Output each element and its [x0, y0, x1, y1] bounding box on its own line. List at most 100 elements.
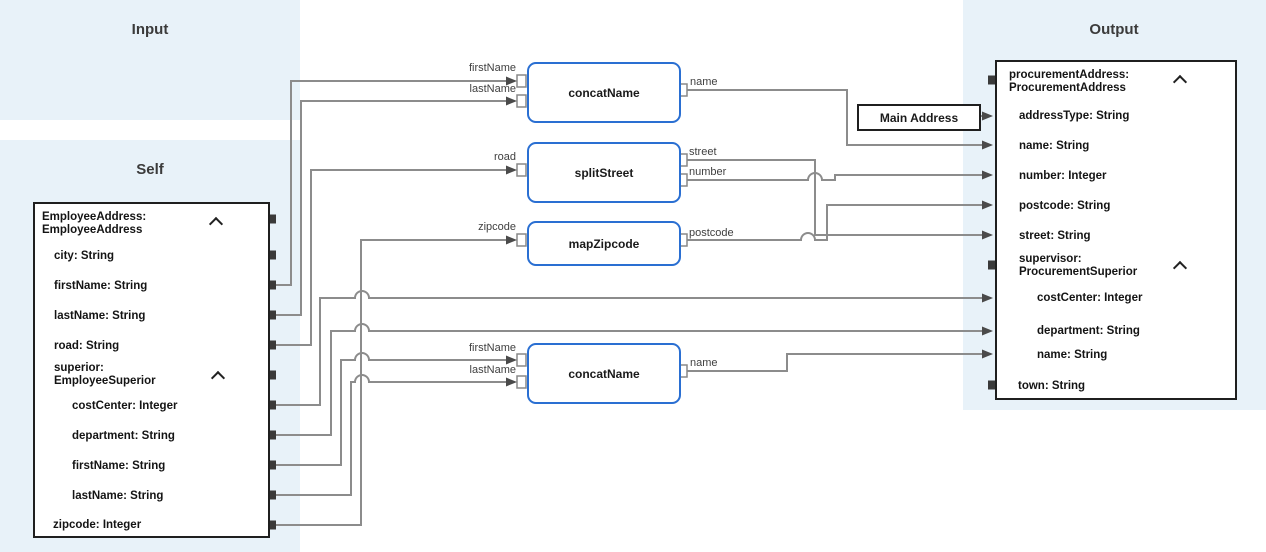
- tree-field-supervisor-department[interactable]: department: String: [1037, 325, 1140, 337]
- wire-road-to-splitStreet[interactable]: [276, 169, 508, 346]
- constant-label: Main Address: [879, 110, 959, 125]
- function-label: concatName: [568, 366, 640, 381]
- wire-superior-lastName-to-concatName[interactable]: [276, 374, 508, 496]
- wire-number-to-output-number[interactable]: [687, 172, 984, 181]
- collapse-chevron-procurementAddress[interactable]: [1172, 74, 1188, 90]
- port-superior-costCenter[interactable]: [267, 400, 276, 410]
- port-road[interactable]: [267, 340, 276, 350]
- function-splitStreet[interactable]: splitStreet: [527, 142, 681, 203]
- collapse-chevron-superior[interactable]: [210, 370, 226, 386]
- fn-port-in-lastName[interactable]: [516, 94, 527, 108]
- node-label: EmployeeAddress: [42, 224, 143, 236]
- tree-field-street[interactable]: street: String: [1019, 230, 1091, 242]
- arrowheads: [506, 76, 993, 387]
- tree-field-name[interactable]: name: String: [1019, 140, 1090, 152]
- port-label-postcode: postcode: [689, 227, 734, 239]
- port-superior-lastName[interactable]: [267, 490, 276, 500]
- arrow-into-postcode: [982, 200, 993, 210]
- wire-postcode-to-output-postcode[interactable]: [687, 204, 984, 241]
- tree-field-superior-department[interactable]: department: String: [72, 430, 175, 442]
- arrow-into-concatName-firstName: [506, 76, 517, 86]
- port-supervisor[interactable]: [988, 260, 997, 270]
- tree-node-employeeAddress[interactable]: EmployeeAddress: EmployeeAddress: [42, 211, 146, 237]
- tree-field-lastName[interactable]: lastName: String: [54, 310, 146, 322]
- fn-port-in-firstName[interactable]: [516, 74, 527, 88]
- port-superior[interactable]: [267, 370, 276, 380]
- tree-field-firstName[interactable]: firstName: String: [54, 280, 148, 292]
- port-label-zipcode: zipcode: [478, 221, 516, 233]
- tree-field-superior-firstName[interactable]: firstName: String: [72, 460, 166, 472]
- port-procurementAddress[interactable]: [988, 75, 997, 85]
- tree-field-supervisor-name[interactable]: name: String: [1037, 349, 1108, 361]
- port-label-lastName: lastName: [469, 83, 516, 95]
- port-label-firstName2: firstName: [468, 342, 516, 354]
- arrow-into-supervisor-costCenter: [982, 293, 993, 303]
- arrow-into-street: [982, 230, 993, 240]
- tree-field-city[interactable]: city: String: [54, 250, 115, 262]
- tree-field-addressType[interactable]: addressType: String: [1019, 110, 1130, 122]
- constant-main-address[interactable]: Main Address: [857, 104, 981, 131]
- tree-node-procurementAddress[interactable]: procurementAddress: ProcurementAddress: [1009, 69, 1129, 95]
- port-zipcode[interactable]: [267, 520, 276, 530]
- fn-port-in-zipcode[interactable]: [516, 233, 527, 247]
- input-panel-title: Input: [131, 21, 169, 38]
- port-label-name2: name: [690, 357, 718, 369]
- port-firstName[interactable]: [267, 280, 276, 290]
- port-superior-department[interactable]: [267, 430, 276, 440]
- tree-field-postcode[interactable]: postcode: String: [1019, 200, 1111, 212]
- arrow-into-number: [982, 170, 993, 180]
- function-mapZipcode[interactable]: mapZipcode: [527, 221, 681, 266]
- wire-department-to-output[interactable]: [276, 323, 984, 436]
- port-label-number: number: [689, 166, 727, 178]
- tree-field-supervisor-costCenter[interactable]: costCenter: Integer: [1037, 292, 1143, 304]
- arrow-into-concatName2-lastName: [506, 377, 517, 387]
- fn-port-in-lastName2[interactable]: [516, 375, 527, 389]
- wire-firstName-to-concatName[interactable]: [276, 80, 508, 286]
- wire-costCenter-to-output[interactable]: [276, 290, 984, 406]
- port-label-lastName2: lastName: [469, 364, 516, 376]
- fn-port-in-firstName2[interactable]: [516, 353, 527, 367]
- port-label-firstName: firstName: [468, 62, 516, 74]
- arrow-into-supervisor-department: [982, 326, 993, 336]
- wire-zipcode-to-mapZipcode[interactable]: [276, 239, 508, 526]
- function-label: mapZipcode: [568, 236, 640, 251]
- self-tree-box: EmployeeAddress: EmployeeAddress city: S…: [33, 202, 270, 538]
- port-superior-firstName[interactable]: [267, 460, 276, 470]
- input-panel: [0, 0, 300, 120]
- port-city[interactable]: [267, 250, 276, 260]
- arrow-into-supervisor-name: [982, 349, 993, 359]
- collapse-chevron-supervisor[interactable]: [1172, 260, 1188, 276]
- node-label: ProcurementAddress: [1009, 82, 1126, 94]
- port-employeeAddress[interactable]: [267, 214, 276, 224]
- tree-field-town[interactable]: town: String: [1018, 380, 1086, 392]
- node-label: ProcurementSuperior: [1019, 266, 1138, 278]
- collapse-chevron-employeeAddress[interactable]: [208, 216, 224, 232]
- node-label: EmployeeAddress:: [42, 211, 147, 223]
- arrow-into-name: [982, 140, 993, 150]
- tree-node-supervisor[interactable]: supervisor: ProcurementSuperior: [1019, 253, 1137, 279]
- tree-field-zipcode[interactable]: zipcode: Integer: [53, 519, 142, 531]
- wire-superior-firstName-to-concatName[interactable]: [276, 352, 508, 466]
- node-label: superior:: [54, 362, 104, 374]
- function-concatName-bottom[interactable]: concatName: [527, 343, 681, 404]
- fn-port-in-road[interactable]: [516, 163, 527, 177]
- arrow-into-splitStreet-road: [506, 165, 517, 175]
- tree-field-superior-lastName[interactable]: lastName: String: [72, 490, 164, 502]
- arrow-into-concatName2-firstName: [506, 355, 517, 365]
- wire-name-to-output-name[interactable]: [687, 89, 984, 146]
- function-concatName-top[interactable]: concatName: [527, 62, 681, 123]
- port-lastName[interactable]: [267, 310, 276, 320]
- tree-field-road[interactable]: road: String: [54, 340, 120, 352]
- tree-node-superior[interactable]: superior: EmployeeSuperior: [54, 362, 156, 388]
- wire-street-to-output-street[interactable]: [687, 159, 984, 236]
- function-label: splitStreet: [574, 165, 634, 180]
- port-town[interactable]: [988, 380, 997, 390]
- port-label-name: name: [690, 76, 718, 88]
- arrow-into-mapZipcode-zipcode: [506, 235, 517, 245]
- tree-field-number[interactable]: number: Integer: [1019, 170, 1107, 182]
- wire-name-to-supervisor-name[interactable]: [687, 353, 984, 372]
- wire-lastName-to-concatName[interactable]: [276, 100, 508, 316]
- tree-field-superior-costCenter[interactable]: costCenter: Integer: [72, 400, 178, 412]
